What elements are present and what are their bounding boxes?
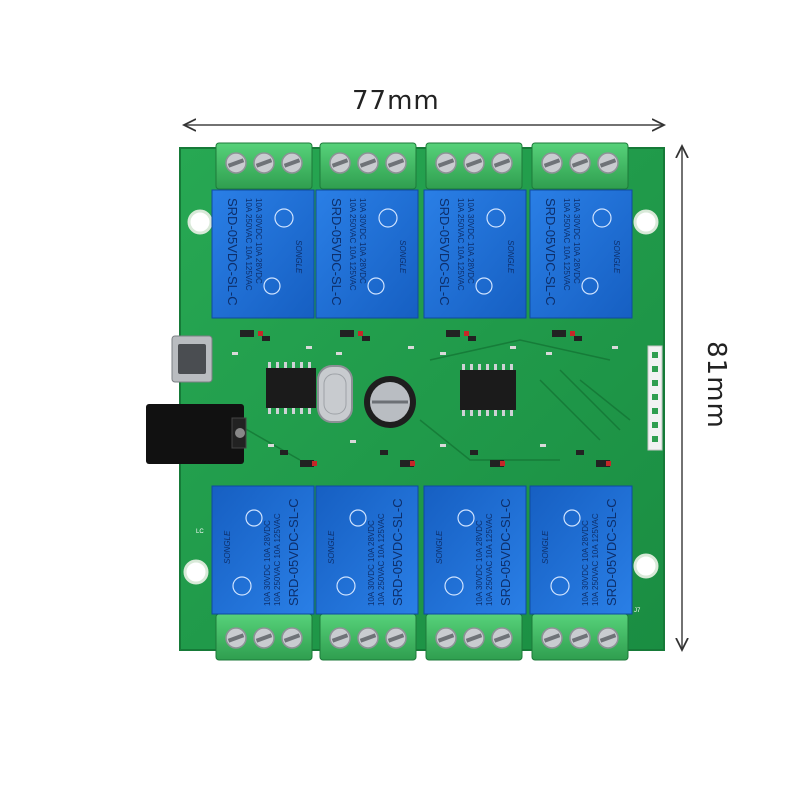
silkscreen-j7: J7	[634, 608, 641, 614]
svg-text:10A 250VAC 10A 125VAC: 10A 250VAC 10A 125VAC	[591, 513, 600, 606]
svg-text:SONGLE: SONGLE	[223, 530, 232, 564]
pin-header	[647, 345, 663, 451]
relay-2: SRD-05VDC-SL-C 10A 250VAC 10A 125VAC 10A…	[315, 189, 419, 319]
svg-text:10A 250VAC 10A 125VAC: 10A 250VAC 10A 125VAC	[456, 198, 465, 291]
svg-text:10A 30VDC 10A 28VDC: 10A 30VDC 10A 28VDC	[254, 198, 263, 284]
relay-4: SRD-05VDC-SL-C 10A 250VAC 10A 125VAC 10A…	[529, 189, 633, 319]
svg-text:10A 30VDC 10A 28VDC: 10A 30VDC 10A 28VDC	[367, 520, 376, 606]
svg-text:SONGLE: SONGLE	[327, 530, 336, 564]
svg-text:SONGLE: SONGLE	[506, 240, 515, 274]
svg-text:10A 30VDC 10A 28VDC: 10A 30VDC 10A 28VDC	[475, 520, 484, 606]
svg-text:10A 30VDC 10A 28VDC: 10A 30VDC 10A 28VDC	[466, 198, 475, 284]
svg-text:10A 30VDC 10A 28VDC: 10A 30VDC 10A 28VDC	[581, 520, 590, 606]
ic-chip-right	[460, 364, 516, 416]
relay-7: SRD-05VDC-SL-C 10A 250VAC 10A 125VAC 10A…	[423, 485, 527, 615]
svg-text:10A 250VAC 10A 125VAC: 10A 250VAC 10A 125VAC	[377, 513, 386, 606]
relay-8: SRD-05VDC-SL-C 10A 250VAC 10A 125VAC 10A…	[529, 485, 633, 615]
svg-text:SONGLE: SONGLE	[398, 240, 407, 274]
relay-3: SRD-05VDC-SL-C 10A 250VAC 10A 125VAC 10A…	[423, 189, 527, 319]
svg-text:10A 250VAC 10A 125VAC: 10A 250VAC 10A 125VAC	[348, 198, 357, 291]
svg-text:10A 250VAC 10A 125VAC: 10A 250VAC 10A 125VAC	[562, 198, 571, 291]
svg-text:SONGLE: SONGLE	[541, 530, 550, 564]
micro-usb-port	[171, 335, 213, 383]
relay-5: SRD-05VDC-SL-C 10A 250VAC 10A 125VAC 10A…	[211, 485, 315, 615]
svg-text:SRD-05VDC-SL-C: SRD-05VDC-SL-C	[437, 198, 452, 306]
dc-barrel-jack	[146, 404, 247, 464]
svg-text:SONGLE: SONGLE	[294, 240, 303, 274]
relay-1: SRD-05VDC-SL-C 10A 250VAC 10A 125VAC 10A…	[211, 189, 315, 319]
width-dimension-label: 77mm	[352, 86, 440, 116]
silkscreen-lc: LC	[196, 529, 204, 535]
svg-text:SONGLE: SONGLE	[435, 530, 444, 564]
svg-text:10A 30VDC 10A 28VDC: 10A 30VDC 10A 28VDC	[263, 520, 272, 606]
top-relays: SRD-05VDC-SL-C 10A 250VAC 10A 125VAC 10A…	[211, 189, 633, 319]
mounting-holes	[183, 209, 659, 585]
bottom-relays: SRD-05VDC-SL-C 10A 250VAC 10A 125VAC 10A…	[211, 485, 633, 615]
svg-text:10A 250VAC 10A 125VAC: 10A 250VAC 10A 125VAC	[485, 513, 494, 606]
svg-text:SRD-05VDC-SL-C: SRD-05VDC-SL-C	[329, 198, 344, 306]
svg-text:SRD-05VDC-SL-C: SRD-05VDC-SL-C	[390, 498, 405, 606]
svg-text:SRD-05VDC-SL-C: SRD-05VDC-SL-C	[498, 498, 513, 606]
bottom-terminal-blocks	[215, 613, 629, 661]
crystal-oscillator	[317, 365, 353, 423]
svg-text:10A 30VDC 10A 28VDC: 10A 30VDC 10A 28VDC	[572, 198, 581, 284]
svg-text:10A 250VAC 10A 125VAC: 10A 250VAC 10A 125VAC	[244, 198, 253, 291]
ic-chip-left	[266, 362, 316, 414]
svg-text:SRD-05VDC-SL-C: SRD-05VDC-SL-C	[543, 198, 558, 306]
smd-components	[232, 330, 618, 467]
svg-text:SRD-05VDC-SL-C: SRD-05VDC-SL-C	[225, 198, 240, 306]
relay-6: SRD-05VDC-SL-C 10A 250VAC 10A 125VAC 10A…	[315, 485, 419, 615]
svg-text:SRD-05VDC-SL-C: SRD-05VDC-SL-C	[604, 498, 619, 606]
svg-text:SONGLE: SONGLE	[612, 240, 621, 274]
svg-text:10A 250VAC 10A 125VAC: 10A 250VAC 10A 125VAC	[273, 513, 282, 606]
electrolytic-capacitor	[364, 376, 416, 428]
top-terminal-blocks	[215, 142, 629, 190]
svg-text:SRD-05VDC-SL-C: SRD-05VDC-SL-C	[286, 498, 301, 606]
svg-text:10A 30VDC 10A 28VDC: 10A 30VDC 10A 28VDC	[358, 198, 367, 284]
